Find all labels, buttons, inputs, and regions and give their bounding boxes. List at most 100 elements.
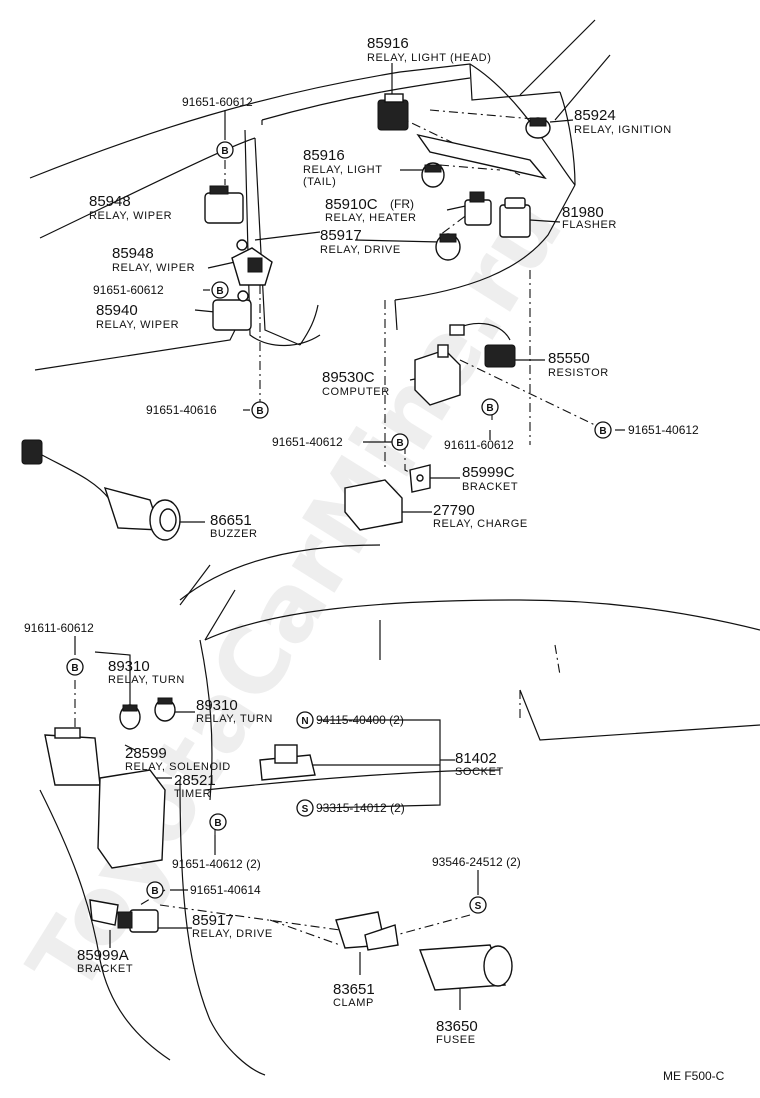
- computer-part: [414, 344, 461, 406]
- svg-text:RELAY, WIPER: RELAY, WIPER: [112, 262, 195, 274]
- svg-text:85917: 85917: [320, 227, 362, 244]
- relay-charge-part: [344, 479, 403, 531]
- fastener-symbol-f1: B: [216, 141, 234, 159]
- fastener-code-f10: 91651-40612 (2): [172, 857, 261, 871]
- label-85550: 85550 RESISTOR: [548, 350, 609, 379]
- relay-block-part: [416, 133, 547, 180]
- relay-heater-part: [464, 191, 492, 226]
- svg-text:S: S: [475, 901, 482, 912]
- svg-text:RESISTOR: RESISTOR: [548, 367, 609, 379]
- svg-text:BRACKET: BRACKET: [77, 963, 133, 975]
- fastener-code-f7: 91611-60612: [24, 621, 94, 635]
- svg-text:85999A: 85999A: [77, 947, 129, 964]
- svg-text:RELAY, LIGHT: RELAY, LIGHT: [303, 164, 383, 176]
- svg-text:RELAY, IGNITION: RELAY, IGNITION: [574, 124, 672, 136]
- fastener-code-f2: 91651-60612: [93, 283, 164, 297]
- fastener-symbol-f11: B: [146, 881, 164, 899]
- socket-part: [259, 744, 316, 781]
- fastener-symbol-f7: B: [66, 658, 84, 676]
- svg-text:81980: 81980: [562, 204, 604, 221]
- label-85917-b: 85917 RELAY, DRIVE: [192, 912, 272, 940]
- svg-text:B: B: [396, 438, 403, 449]
- label-89530C: 89530C COMPUTER: [322, 369, 390, 398]
- relay-light-head-part: [377, 93, 409, 131]
- watermark: ToyotaCarMine.ru: [8, 179, 583, 1011]
- relay-ignition-part: [525, 117, 551, 139]
- bracket-85999A-part: [89, 899, 119, 926]
- kick-panel-outline: [39, 544, 760, 1076]
- svg-text:85924: 85924: [574, 107, 616, 124]
- relay-drive-b-part: [117, 909, 159, 933]
- svg-text:B: B: [221, 146, 228, 157]
- fastener-code-f5: 91611-60612: [444, 438, 514, 452]
- svg-text:85910C: 85910C: [325, 196, 378, 213]
- svg-text:RELAY, SOLENOID: RELAY, SOLENOID: [125, 761, 231, 773]
- fastener-symbol-f9: S: [296, 799, 314, 817]
- svg-text:B: B: [151, 886, 158, 897]
- fastener-code-f6: 91651-40612: [628, 423, 699, 437]
- label-28521: 28521 TIMER: [174, 772, 216, 800]
- svg-text:(TAIL): (TAIL): [303, 176, 336, 188]
- fastener-code-f4: 91651-40612: [272, 435, 343, 449]
- svg-text:85917: 85917: [192, 912, 234, 929]
- svg-text:89310: 89310: [108, 658, 150, 675]
- fusee-part: [419, 944, 513, 991]
- svg-text:85948: 85948: [112, 245, 154, 262]
- fastener-code-f9: 93315-14012 (2): [316, 801, 405, 815]
- label-85916-tail: 85916 RELAY, LIGHT (TAIL): [303, 147, 383, 188]
- relay-wiper-c-part: [212, 290, 252, 331]
- relay-wiper-b-part: [231, 239, 273, 286]
- svg-text:85948: 85948: [89, 193, 131, 210]
- svg-text:89530C: 89530C: [322, 369, 375, 386]
- fastener-code-f8: 94115-40400 (2): [316, 713, 404, 727]
- svg-text:FUSEE: FUSEE: [436, 1034, 476, 1046]
- svg-text:B: B: [216, 286, 223, 297]
- fastener-code-f1: 91651-60612: [182, 95, 253, 109]
- svg-text:RELAY, CHARGE: RELAY, CHARGE: [433, 518, 528, 530]
- fastener-code-f3: 91651-40616: [146, 403, 217, 417]
- svg-text:RELAY, DRIVE: RELAY, DRIVE: [320, 244, 401, 256]
- svg-text:RELAY, HEATER: RELAY, HEATER: [325, 212, 417, 224]
- fastener-code-f12: 93546-24512 (2): [432, 855, 521, 869]
- label-81402: 81402 SOCKET: [455, 750, 503, 778]
- flasher-part: [499, 197, 531, 238]
- label-85917-a: 85917 RELAY, DRIVE: [320, 227, 401, 256]
- fastener-symbol-f10: B: [209, 813, 227, 831]
- svg-text:83651: 83651: [333, 981, 375, 998]
- resistor-part: [449, 322, 516, 368]
- relay-solenoid-part: [44, 727, 101, 786]
- fastener-symbol-f3: B: [251, 401, 269, 419]
- buzzer-part: [21, 439, 181, 541]
- svg-text:B: B: [71, 663, 78, 674]
- svg-text:(FR): (FR): [390, 197, 414, 211]
- label-28599: 28599 RELAY, SOLENOID: [125, 745, 231, 773]
- svg-text:COMPUTER: COMPUTER: [322, 386, 390, 398]
- label-85910C: 85910C (FR) RELAY, HEATER: [325, 196, 417, 224]
- label-leaders: [74, 63, 625, 1010]
- svg-text:RELAY, WIPER: RELAY, WIPER: [89, 210, 172, 222]
- label-85924: 85924 RELAY, IGNITION: [574, 107, 672, 136]
- fastener-symbol-f6: B: [594, 421, 612, 439]
- svg-text:N: N: [301, 716, 308, 727]
- relay-turn-a-part: [119, 704, 141, 730]
- label-85948-a: 85948 RELAY, WIPER: [89, 193, 172, 222]
- svg-text:S: S: [302, 804, 309, 815]
- label-85916-head: 85916 RELAY, LIGHT (HEAD): [367, 35, 491, 64]
- relay-light-tail-part: [421, 162, 445, 188]
- svg-text:FLASHER: FLASHER: [562, 219, 617, 231]
- relay-turn-b-part: [154, 697, 176, 722]
- fastener-symbol-f5: B: [481, 398, 499, 416]
- svg-text:86651: 86651: [210, 512, 252, 529]
- label-83650: 83650 FUSEE: [436, 1018, 478, 1046]
- label-85940: 85940 RELAY, WIPER: [96, 302, 179, 331]
- svg-text:BUZZER: BUZZER: [210, 528, 258, 540]
- label-89310-b: 89310 RELAY, TURN: [196, 697, 272, 725]
- clamp-part: [335, 911, 399, 951]
- bracket-85999C-part: [409, 464, 431, 493]
- svg-text:85940: 85940: [96, 302, 138, 319]
- svg-text:B: B: [214, 818, 221, 829]
- relay-wiper-a-part: [204, 185, 244, 224]
- label-85999C: 85999C BRACKET: [462, 464, 518, 493]
- label-86651: 86651 BUZZER: [210, 512, 258, 540]
